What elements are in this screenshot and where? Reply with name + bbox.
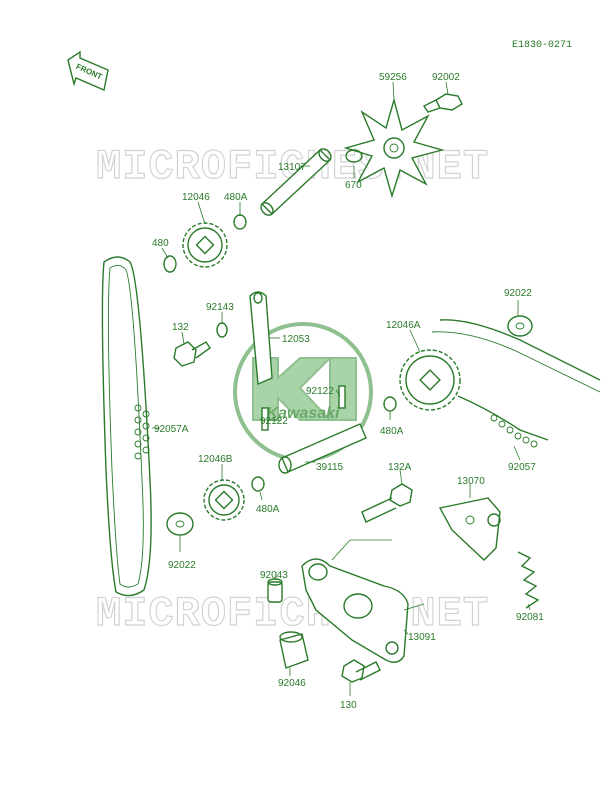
label-92022-right: 92022 — [504, 288, 532, 299]
label-12046a: 12046A — [386, 320, 421, 331]
label-92022-left: 92022 — [168, 560, 196, 571]
label-132: 132 — [172, 322, 189, 333]
pin-92122-a — [338, 385, 346, 409]
shaft-39115 — [278, 423, 367, 474]
spring-92081 — [517, 551, 540, 609]
logo-text: Kawasaki — [267, 405, 340, 422]
label-92143: 92143 — [206, 302, 234, 313]
bolt-132a — [361, 483, 413, 523]
clip-480a-bottom — [251, 476, 265, 492]
label-12053: 12053 — [282, 334, 310, 345]
label-13107: 13107 — [278, 162, 306, 173]
label-92122-a: 92122 — [306, 386, 334, 397]
label-92081: 92081 — [516, 612, 544, 623]
sprocket-12046b — [203, 479, 245, 521]
label-39115: 39115 — [316, 462, 344, 473]
watermark-bottom: MICROFICHES.NET — [96, 590, 489, 638]
bolt-130 — [341, 659, 381, 683]
leader-lines — [152, 81, 531, 696]
guide-12053 — [249, 291, 273, 386]
tensioner-13070 — [438, 497, 501, 561]
diagram-code: E1830-0271 — [512, 40, 572, 51]
bolt-132 — [173, 341, 211, 367]
arm-13091 — [301, 558, 409, 663]
label-480a-right: 480A — [380, 426, 404, 437]
label-480a-top: 480A — [224, 192, 248, 203]
label-92043: 92043 — [260, 570, 288, 581]
bearing-92046 — [279, 631, 309, 669]
pin-92122-b — [261, 407, 269, 431]
bushing-92043 — [267, 578, 283, 603]
washer-92143 — [216, 322, 228, 338]
label-480a-bottom: 480A — [256, 504, 280, 515]
label-92046: 92046 — [278, 678, 306, 689]
label-92002: 92002 — [432, 72, 460, 83]
label-480: 480 — [152, 238, 169, 249]
shaft-13107 — [260, 148, 332, 216]
label-12046: 12046 — [182, 192, 210, 203]
washer-92022-right — [507, 315, 533, 337]
clip-480 — [163, 255, 177, 273]
drive-chain-right — [431, 319, 601, 448]
label-130: 130 — [340, 700, 357, 711]
drive-chain-left — [101, 256, 152, 597]
label-92057a: 92057A — [154, 424, 189, 435]
label-13091: 13091 — [408, 632, 436, 643]
label-59256: 59256 — [379, 72, 407, 83]
washer-92022-left — [166, 512, 194, 536]
label-670: 670 — [345, 180, 362, 191]
label-132a: 132A — [388, 462, 412, 473]
clip-480a-right — [383, 396, 397, 412]
sprocket-12046a — [399, 349, 461, 411]
bolt-92002 — [422, 93, 463, 113]
sprocket-59256 — [343, 97, 445, 199]
sprocket-12046 — [182, 222, 228, 268]
front-arrow-icon: FRONT — [67, 50, 109, 91]
ring-670 — [345, 149, 363, 163]
clip-480a-top — [233, 214, 247, 230]
label-92122-b: 92122 — [260, 416, 288, 427]
label-12046b: 12046B — [198, 454, 233, 465]
label-92057: 92057 — [508, 462, 536, 473]
label-13070: 13070 — [457, 476, 485, 487]
